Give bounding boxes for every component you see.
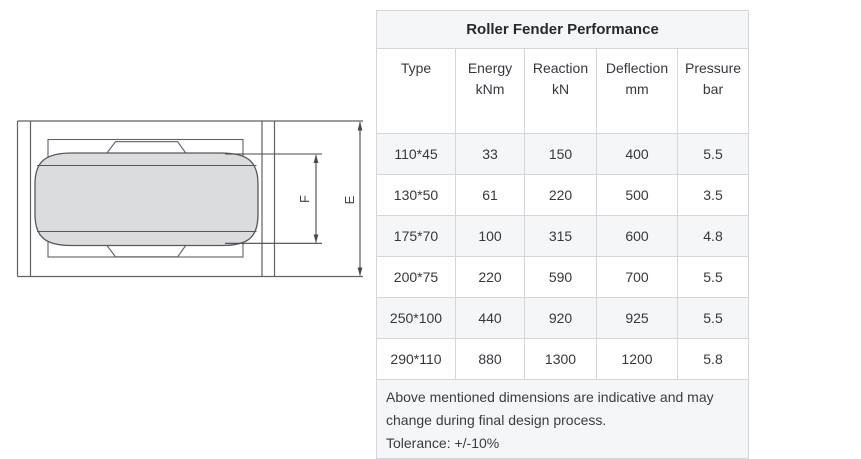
cell-type: 175*70 (376, 215, 456, 257)
dimension-e-arrows (357, 121, 363, 276)
col-header-pressure: Pressure bar (676, 48, 750, 134)
cell-pressure: 5.5 (676, 256, 750, 298)
col-unit: mm (625, 81, 649, 97)
cell-type: 200*75 (376, 256, 456, 298)
cell-reaction: 315 (524, 215, 597, 257)
cell-deflection: 600 (596, 215, 678, 257)
cell-deflection: 1200 (596, 338, 678, 380)
table-row: 250*100 440 920 925 5.5 (376, 297, 750, 339)
cell-pressure: 3.5 (676, 174, 750, 216)
dim-label-e: E (342, 195, 357, 204)
cell-reaction: 1300 (524, 338, 597, 380)
table-row: 175*70 100 315 600 4.8 (376, 215, 750, 257)
roller-fender-diagram-svg: F E (16, 120, 363, 278)
col-unit: kNm (475, 81, 505, 97)
col-header-energy: Energy kNm (455, 48, 525, 134)
mounting-trapezoids (105, 141, 187, 258)
cell-reaction: 150 (524, 133, 597, 175)
cell-pressure: 4.8 (676, 215, 750, 257)
table-title-row: Roller Fender Performance (375, 10, 750, 49)
cell-reaction: 590 (524, 256, 597, 298)
cell-deflection: 925 (596, 297, 678, 339)
cell-reaction: 220 (524, 174, 597, 216)
performance-table-container: Roller Fender Performance Type Energy kN… (375, 10, 750, 459)
table-title: Roller Fender Performance (375, 10, 750, 49)
note-tolerance: Tolerance: +/-10% (386, 435, 500, 451)
cell-energy: 33 (455, 133, 525, 175)
cell-energy: 100 (455, 215, 525, 257)
table-header-row: Type Energy kNm Reaction kN Deflection m… (376, 48, 750, 134)
cell-reaction: 920 (524, 297, 597, 339)
note-dimensions: Above mentioned dimensions are indicativ… (386, 389, 714, 428)
cell-energy: 880 (455, 338, 525, 380)
dimension-f-lines (225, 153, 322, 244)
table-row: 130*50 61 220 500 3.5 (376, 174, 750, 216)
table-note-row: Above mentioned dimensions are indicativ… (375, 379, 750, 459)
cell-pressure: 5.8 (676, 338, 750, 380)
col-header-type: Type (376, 48, 456, 134)
cell-type: 110*45 (376, 133, 456, 175)
performance-table: Roller Fender Performance Type Energy kN… (375, 10, 750, 459)
table-notes: Above mentioned dimensions are indicativ… (375, 379, 750, 459)
roller-fender-diagram: F E (0, 0, 380, 439)
cell-type: 130*50 (376, 174, 456, 216)
table-row: 110*45 33 150 400 5.5 (376, 133, 750, 175)
cell-energy: 440 (455, 297, 525, 339)
col-unit: kN (551, 81, 570, 97)
col-header-reaction: Reaction kN (524, 48, 597, 134)
col-header-deflection: Deflection mm (596, 48, 678, 134)
cell-type: 250*100 (376, 297, 456, 339)
col-unit: bar (702, 81, 724, 97)
col-label: Deflection (605, 60, 669, 76)
outer-frame (16, 120, 363, 278)
col-label: Reaction (532, 60, 589, 76)
cell-pressure: 5.5 (676, 133, 750, 175)
col-label: Pressure (685, 60, 742, 76)
cell-deflection: 500 (596, 174, 678, 216)
dim-label-f: F (297, 195, 312, 203)
page: F E Roller Fender Performance (0, 0, 750, 459)
table-row: 290*110 880 1300 1200 5.8 (376, 338, 750, 380)
roller-face-lines (37, 165, 257, 232)
cell-deflection: 400 (596, 133, 678, 175)
col-label: Type (400, 60, 432, 76)
cell-type: 290*110 (376, 338, 456, 380)
cell-energy: 61 (455, 174, 525, 216)
dimension-f-arrows (313, 154, 319, 243)
cell-energy: 220 (455, 256, 525, 298)
col-label: Energy (467, 60, 513, 76)
cell-pressure: 5.5 (676, 297, 750, 339)
table-row: 200*75 220 590 700 5.5 (376, 256, 750, 298)
cell-deflection: 700 (596, 256, 678, 298)
